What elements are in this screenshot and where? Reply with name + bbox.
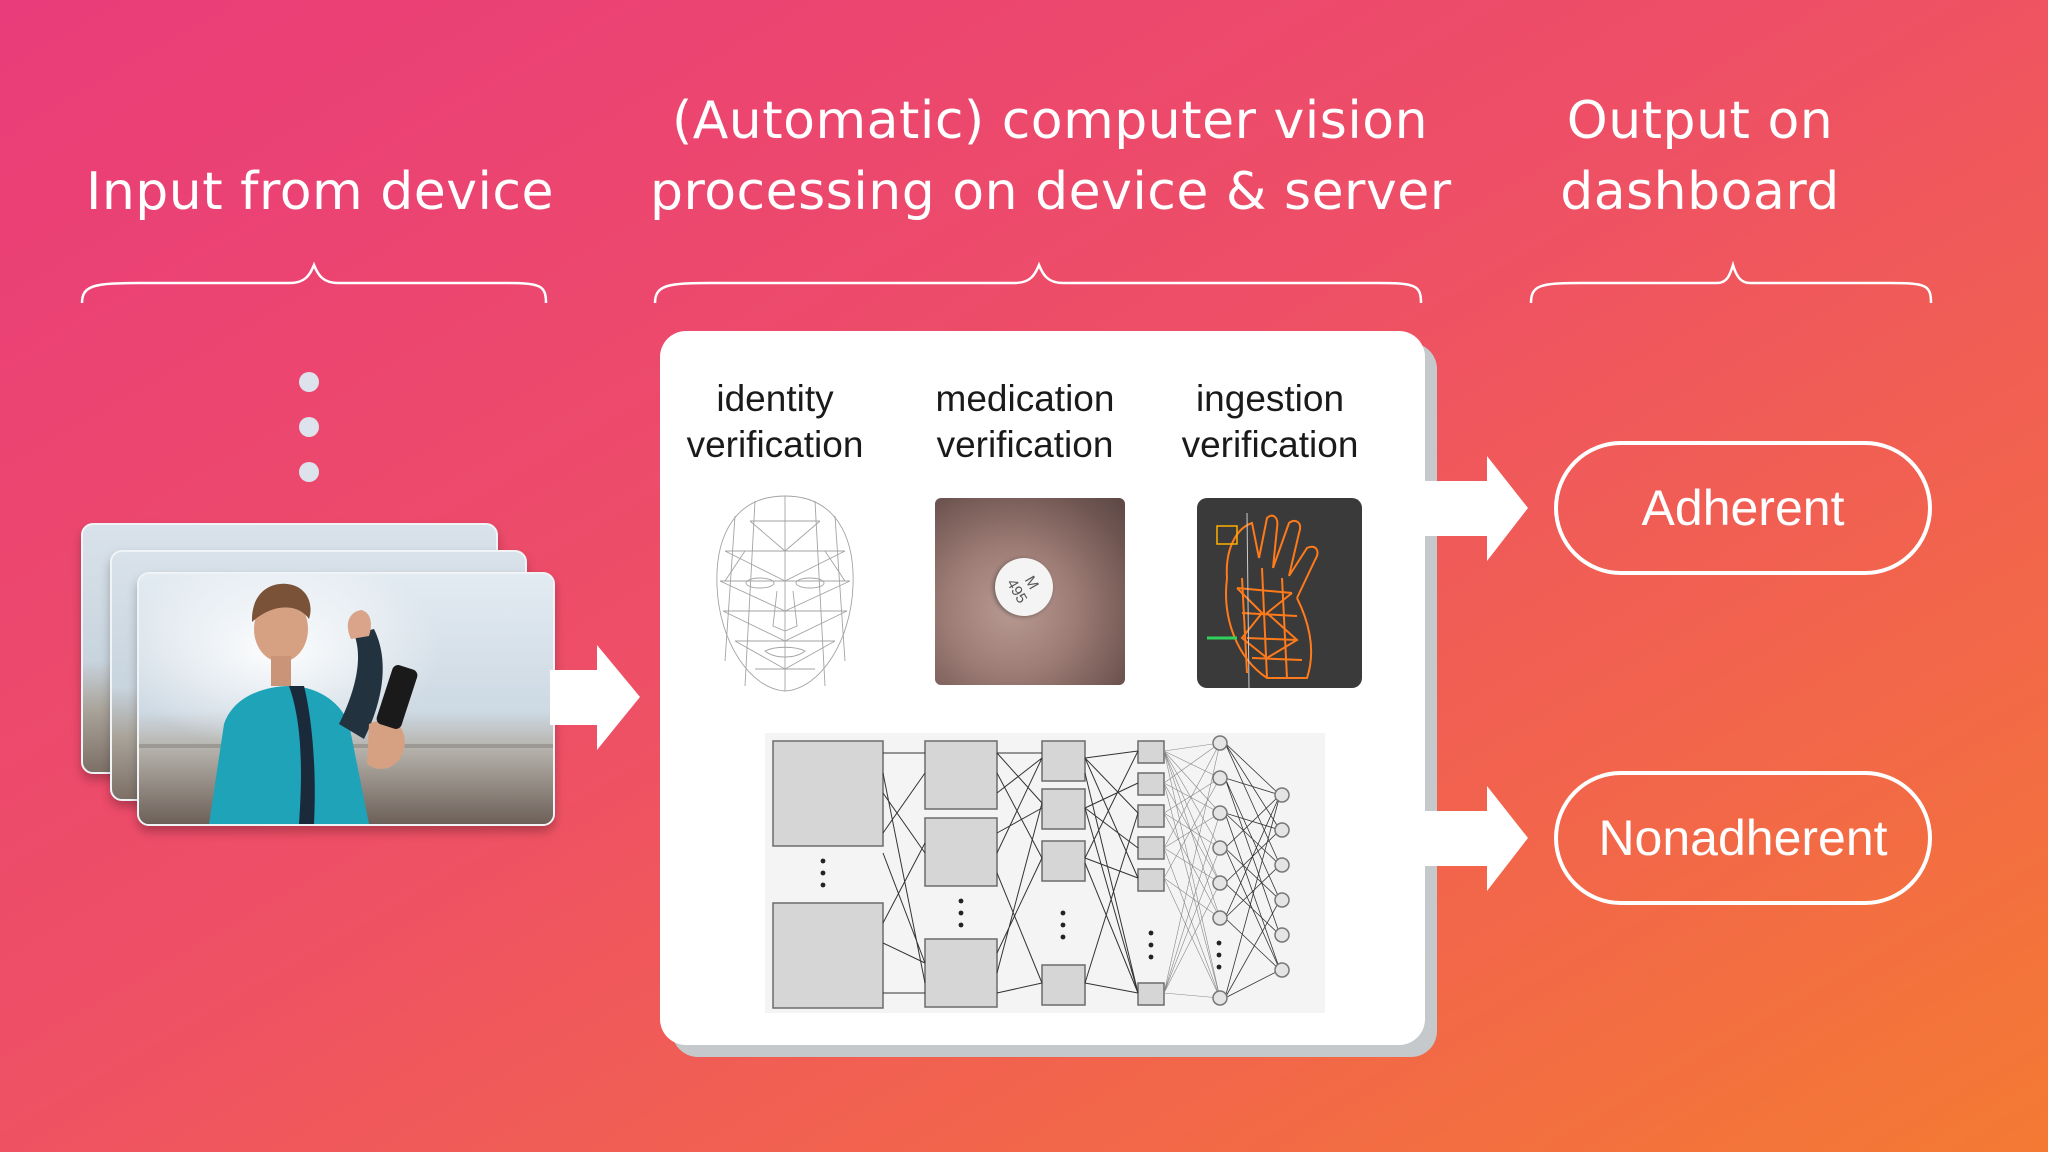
- neural-network-diagram-icon: [765, 733, 1325, 1013]
- to-nonadherent-arrow: [1425, 786, 1528, 891]
- processing-column-title: (Automatic) computer vision processing o…: [650, 86, 1452, 228]
- input-frame-front: [137, 572, 555, 826]
- hand-mesh-icon: [1197, 498, 1362, 688]
- nonadherent-output: Nonadherent: [1554, 771, 1932, 905]
- medication-line1: medication: [935, 378, 1115, 419]
- adherent-label: Adherent: [1641, 480, 1845, 536]
- identity-verification-label: identity verification: [670, 376, 880, 468]
- processing-panel: identity verification medication verific…: [660, 331, 1425, 1045]
- nonadherent-label: Nonadherent: [1598, 810, 1888, 866]
- output-title-line1: Output on: [1566, 91, 1834, 151]
- ellipsis-dot: [299, 417, 319, 437]
- ellipsis-dot: [299, 372, 319, 392]
- processing-title-line2: processing on device & server: [650, 162, 1452, 222]
- to-adherent-arrow: [1425, 456, 1528, 561]
- ellipsis-dot: [299, 462, 319, 482]
- person-with-phone-image: [139, 574, 553, 824]
- output-column-title: Output on dashboard: [1500, 86, 1900, 228]
- identity-line2: verification: [686, 424, 864, 465]
- input-column-title: Input from device: [80, 157, 560, 228]
- output-title-line2: dashboard: [1560, 162, 1840, 222]
- pill-photo-icon: M 495: [935, 498, 1125, 685]
- ingestion-line2: verification: [1181, 424, 1359, 465]
- medication-line2: verification: [936, 424, 1114, 465]
- ingestion-line1: ingestion: [1195, 378, 1345, 419]
- input-title-text: Input from device: [85, 162, 555, 222]
- adherent-output: Adherent: [1554, 441, 1932, 575]
- face-mesh-icon: [716, 495, 854, 692]
- input-to-processing-arrow: [550, 645, 640, 750]
- processing-brace: [653, 261, 1423, 304]
- processing-title-line1: (Automatic) computer vision: [671, 91, 1429, 151]
- medication-verification-label: medication verification: [915, 376, 1135, 468]
- ingestion-verification-label: ingestion verification: [1160, 376, 1380, 468]
- output-brace: [1529, 260, 1933, 304]
- identity-line1: identity: [716, 378, 834, 419]
